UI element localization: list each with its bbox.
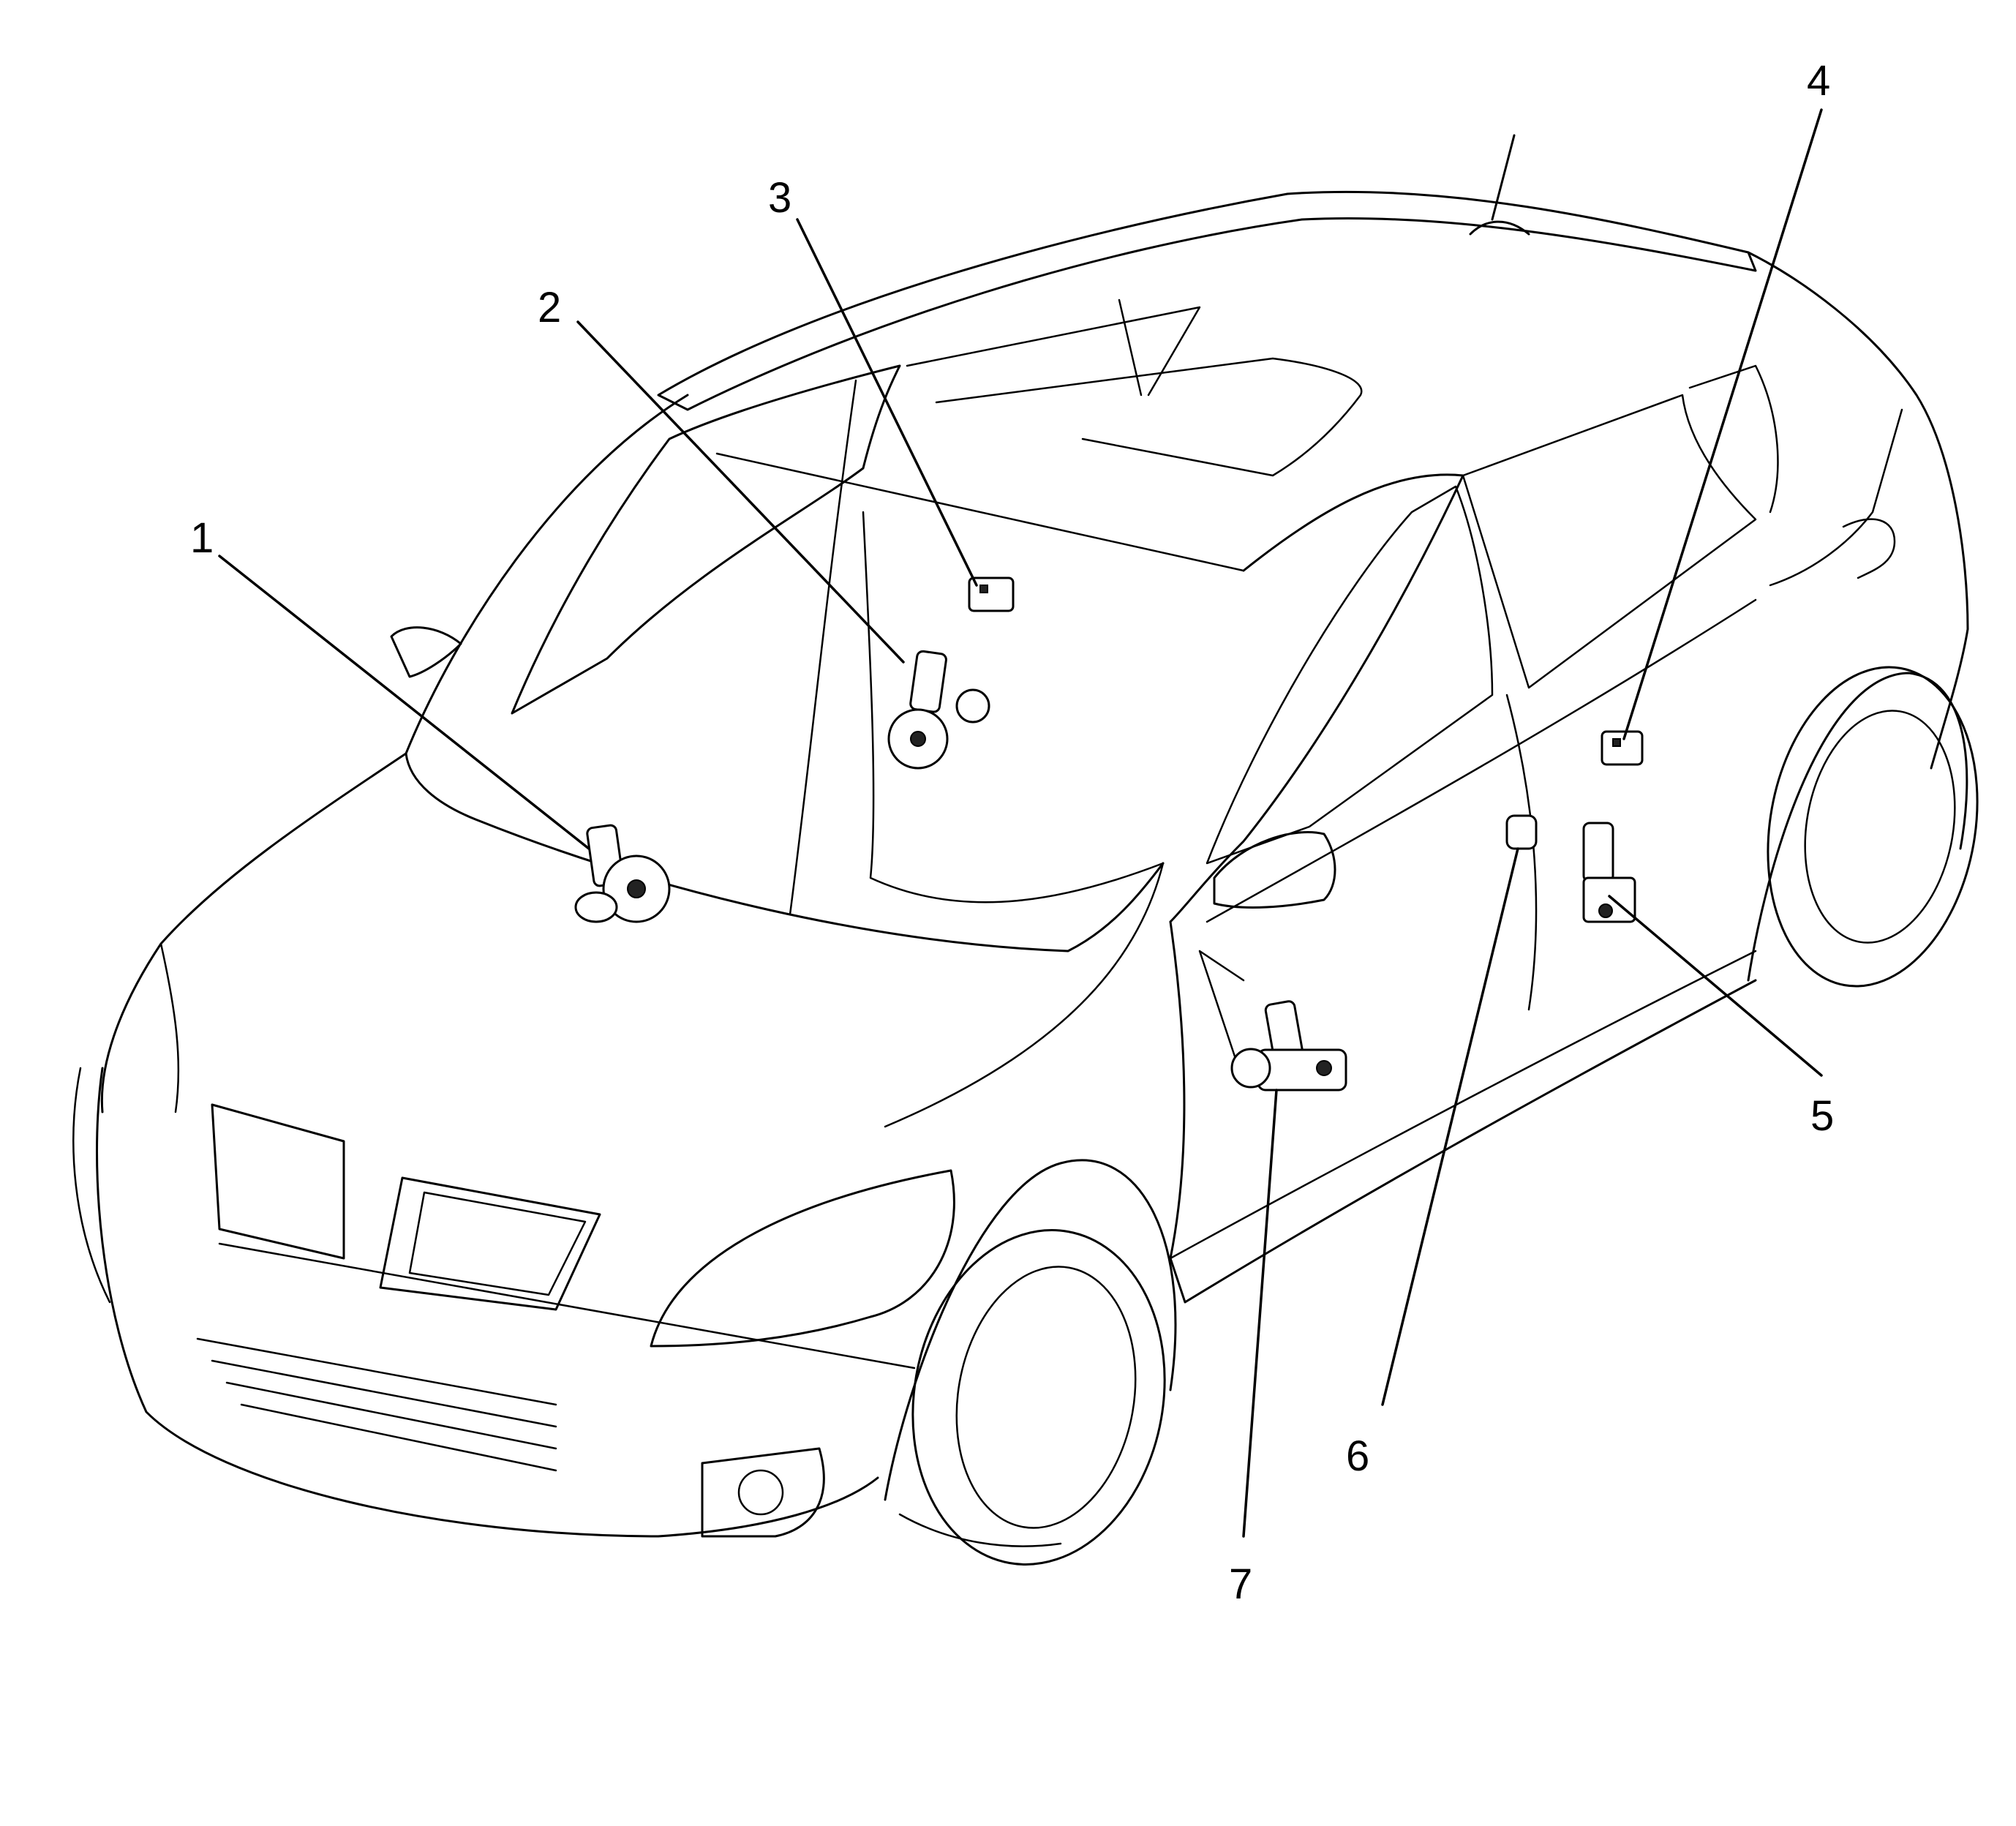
leader-2 [576,320,905,664]
leader-3 [796,218,978,587]
leader-lines [218,108,1823,1538]
component-6-window-switch [1505,814,1538,850]
component-2-window-motor [887,650,990,770]
callout-1: 1 [190,514,214,562]
callout-5: 5 [1810,1092,1834,1140]
leader-6 [1381,847,1519,1406]
callout-7: 7 [1229,1560,1252,1608]
leader-4 [1622,108,1823,740]
callout-3: 3 [768,174,791,222]
callout-6: 6 [1346,1432,1369,1480]
component-7-window-motor [1230,1000,1347,1092]
vehicle-outline [72,134,1979,1566]
callout-2: 2 [538,284,561,331]
component-4-window-switch [1601,730,1644,766]
callout-4: 4 [1807,57,1830,105]
component-3-window-switch [968,576,1015,612]
component-5-window-motor [1582,822,1636,923]
callout-labels: 1 2 3 4 5 6 7 [190,57,1834,1608]
leader-5 [1608,895,1823,1077]
leader-7 [1242,1089,1278,1538]
leader-1 [218,555,590,850]
component-1-window-motor [574,824,671,923]
